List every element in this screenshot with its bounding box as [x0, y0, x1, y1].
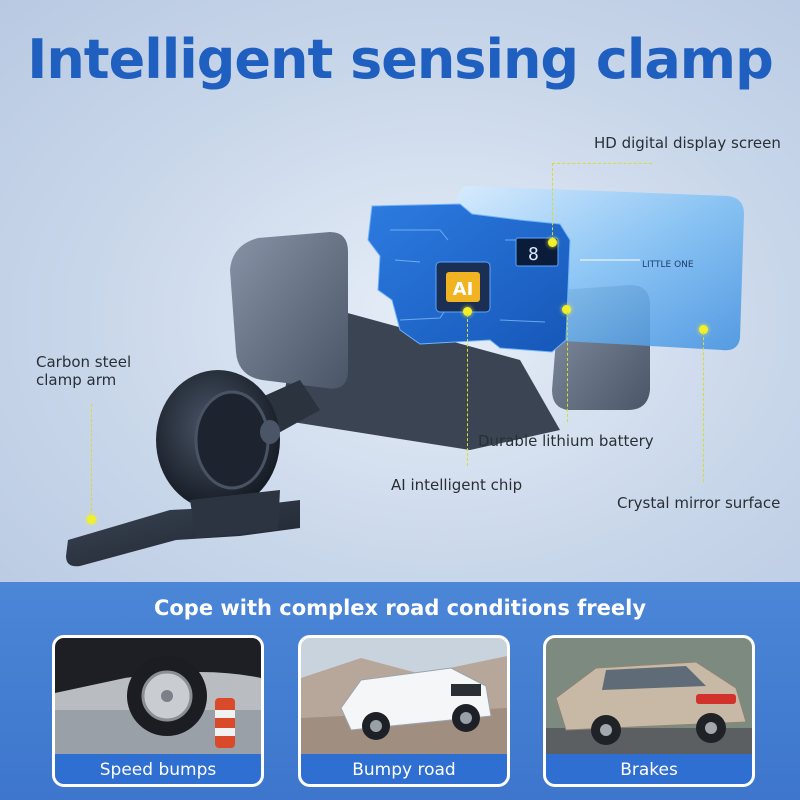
product-illustration: LITTLE ONE 8 AI — [66, 186, 744, 567]
card-speed-bumps: Speed bumps — [52, 635, 264, 787]
display-digits: 8 — [528, 244, 539, 265]
card-bumpy-road: Bumpy road — [298, 635, 510, 787]
card-label-speed-bumps: Speed bumps — [55, 754, 261, 784]
section-title: Cope with complex road conditions freely — [153, 596, 647, 620]
digital-display — [515, 237, 559, 267]
dot-mirror — [699, 325, 708, 334]
left-jaw — [230, 232, 348, 389]
dot-chip — [463, 307, 472, 316]
callout-arm-line2: clamp arm — [36, 371, 117, 389]
callout-arm-line1: Carbon steel — [36, 353, 132, 371]
page-title: Intelligent sensing clamp — [27, 28, 773, 91]
callout-mirror: Crystal mirror surface — [617, 494, 781, 512]
leader-mirror — [703, 332, 704, 482]
card-label-brakes: Brakes — [546, 754, 752, 784]
card-label-bumpy-road: Bumpy road — [301, 754, 507, 784]
bumpy-road-photo — [301, 638, 507, 754]
dot-arm — [87, 515, 96, 524]
speed-bumps-photo — [55, 638, 261, 754]
callout-battery: Durable lithium battery — [478, 432, 654, 450]
callout-chip: AI intelligent chip — [391, 476, 523, 494]
clamp-body — [280, 300, 560, 450]
brand-text: LITTLE ONE — [642, 260, 694, 270]
card-brakes: Brakes — [543, 635, 755, 787]
leader-arm — [91, 404, 92, 516]
callout-arm: Carbon steel clamp arm — [36, 353, 131, 389]
dot-display — [548, 238, 557, 247]
dot-battery — [562, 305, 571, 314]
leader-battery — [567, 312, 568, 422]
leader-display — [552, 163, 652, 164]
chip-label: AI — [453, 279, 474, 300]
callout-display: HD digital display screen — [594, 134, 781, 152]
leader-chip — [467, 314, 468, 466]
brakes-photo — [546, 638, 752, 754]
